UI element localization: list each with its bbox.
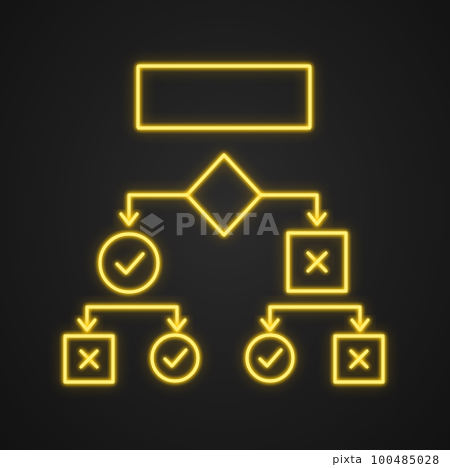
arrow-right-branch [259, 193, 327, 226]
cross-square-icon [333, 334, 385, 384]
left-sub-branch [77, 290, 187, 332]
image-id: 100485028 [370, 452, 440, 467]
footer-brand: pixta [332, 453, 363, 466]
right-sub-branch [260, 289, 370, 332]
arrow-left-branch [119, 193, 189, 226]
flowchart-diagram [63, 64, 385, 384]
footer-bar: pixta 100485028 [0, 450, 450, 469]
decision-diamond-icon [185, 153, 263, 237]
watermark-text: PIXTA [174, 207, 282, 243]
cross-square-icon [63, 334, 115, 384]
process-box [136, 64, 312, 130]
check-circle-icon [150, 333, 200, 383]
watermark: PIXTA [136, 205, 326, 245]
watermark-logo-icon [140, 213, 164, 237]
check-circle-icon [245, 333, 295, 383]
